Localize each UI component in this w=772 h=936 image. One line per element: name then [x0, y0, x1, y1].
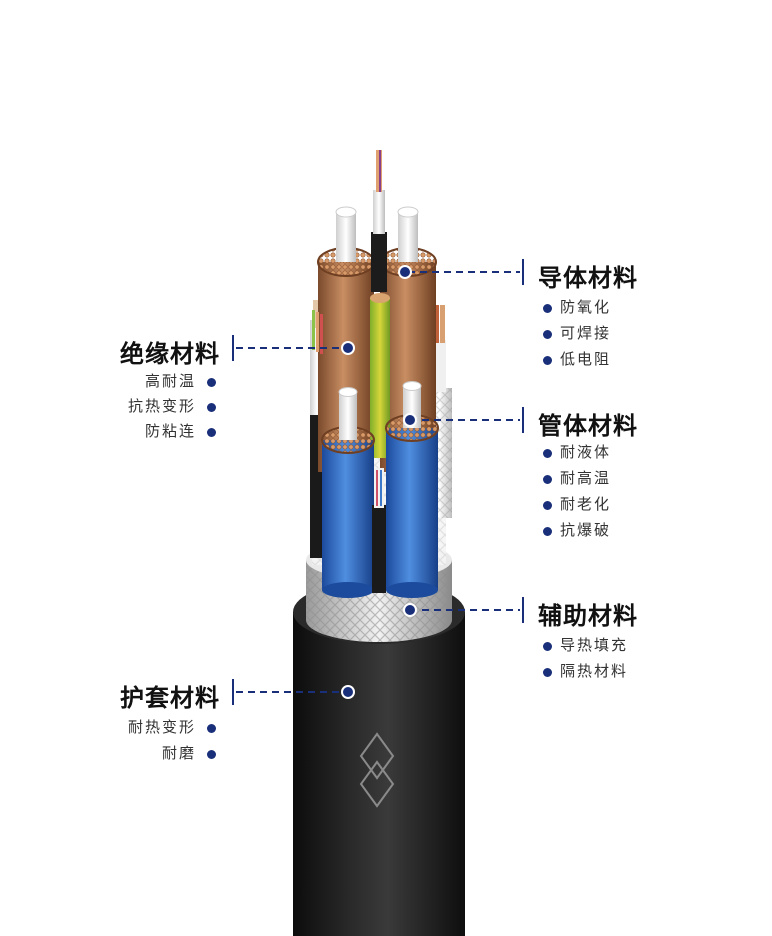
tube-title: 管体材料 [538, 413, 638, 440]
leader-ticks [232, 259, 524, 705]
bullet-dot [543, 527, 552, 536]
earth-core [370, 293, 390, 458]
left-signal-wires [312, 310, 323, 354]
tube-callout: 管体材料 耐液体 耐高温 耐老化 抗爆破 [538, 406, 678, 546]
brand-logo-icon [359, 732, 395, 808]
tube-feature: 抗爆破 [560, 522, 612, 539]
bullet-dot [207, 428, 216, 437]
bullet-dot [543, 501, 552, 510]
insulation-feature: 防粘连 [144, 423, 196, 440]
conductor-title: 导体材料 [538, 265, 638, 292]
insulation-title: 绝缘材料 [120, 341, 220, 368]
conductor-feature: 防氧化 [560, 299, 612, 316]
bullet-dot [207, 378, 216, 387]
bullet-dot [543, 356, 552, 365]
bullet-dot [543, 668, 552, 677]
bullet-dot [543, 642, 552, 651]
conductor-callout: 导体材料 防氧化 可焊接 低电阻 [538, 258, 678, 378]
bullet-dot [207, 403, 216, 412]
insulation-callout: 绝缘材料 高耐温 抗热变形 防粘连 [100, 334, 224, 454]
center-signal-core [371, 150, 387, 292]
auxiliary-feature: 隔热材料 [560, 663, 629, 680]
conductor-feature: 低电阻 [560, 351, 612, 368]
middle-signal-pair [372, 468, 386, 593]
bullet-dot [543, 475, 552, 484]
sheath-feature: 耐热变形 [127, 719, 196, 736]
auxiliary-title: 辅助材料 [538, 603, 638, 630]
tube-feature: 耐液体 [560, 444, 612, 461]
tube-feature: 耐老化 [560, 496, 612, 513]
bullet-dot [207, 750, 216, 759]
blue-tube-left [321, 387, 375, 598]
sheath-callout: 护套材料 耐热变形 耐磨 [100, 678, 224, 768]
sheath-title: 护套材料 [120, 685, 220, 712]
auxiliary-feature: 导热填充 [560, 637, 629, 654]
bullet-dot [543, 330, 552, 339]
sheath-feature: 耐磨 [161, 745, 196, 762]
blue-tube-right [385, 381, 439, 598]
conductor-feature: 可焊接 [560, 325, 612, 342]
insulation-feature: 高耐温 [144, 373, 196, 390]
bullet-dot [207, 724, 216, 733]
auxiliary-callout: 辅助材料 导热填充 隔热材料 [538, 596, 698, 686]
insulation-feature: 抗热变形 [127, 398, 196, 415]
leader-lines [236, 271, 520, 693]
bullet-dot [543, 304, 552, 313]
bullet-dot [543, 449, 552, 458]
tube-feature: 耐高温 [560, 470, 612, 487]
anchor-dots [341, 265, 417, 699]
